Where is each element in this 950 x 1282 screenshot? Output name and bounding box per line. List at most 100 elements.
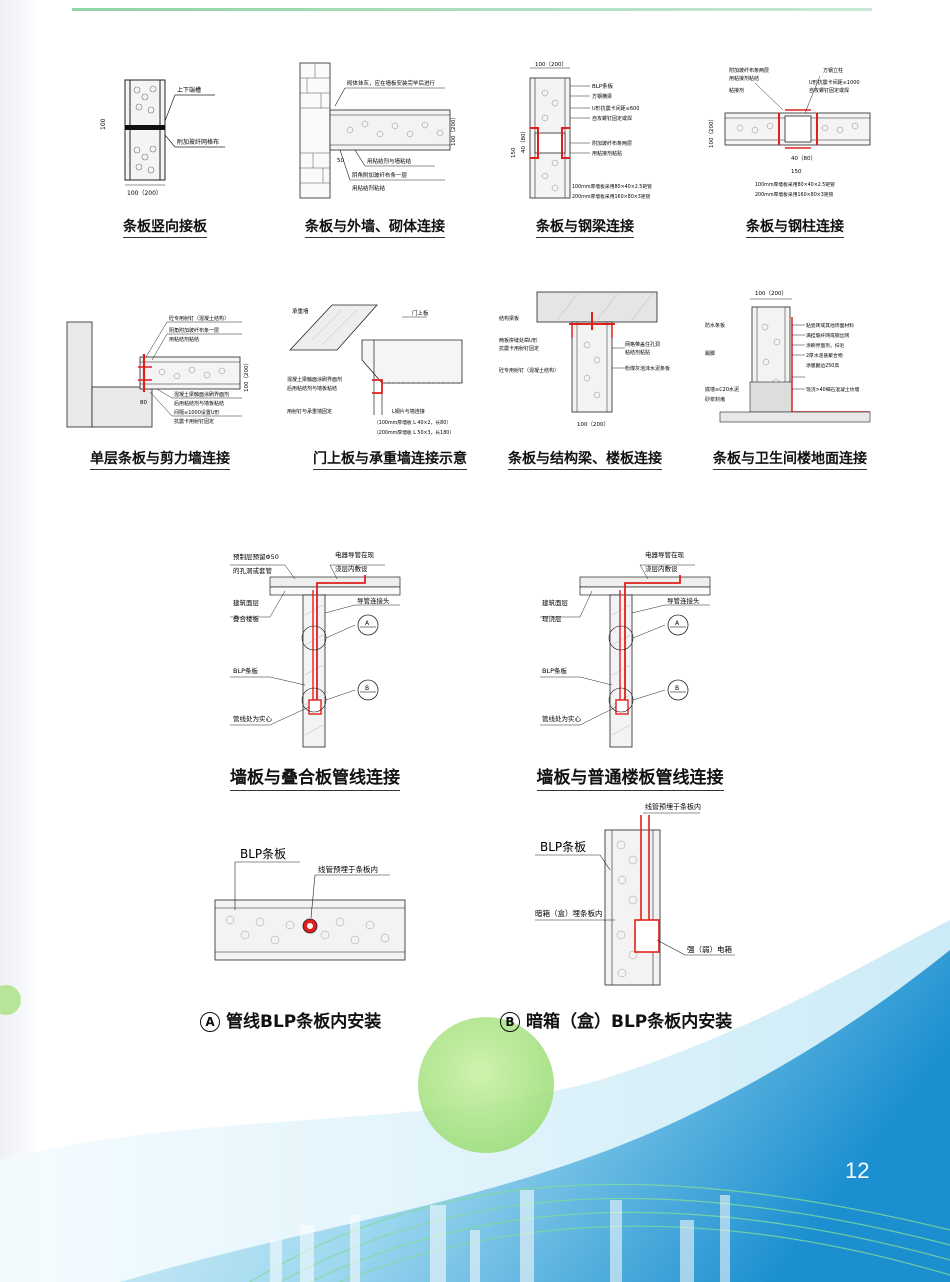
top-rule bbox=[72, 8, 872, 11]
figure-door-header: 承重墙 门上板 混凝土梁触面涂刷界面剂 后用粘结剂与墙板粘结 用射钉与承重墙固定… bbox=[287, 304, 463, 436]
label: 线管预埋于条板内 bbox=[318, 864, 378, 874]
label: 自攻螺钉固定或焊 bbox=[809, 87, 849, 94]
label: 现浇层 bbox=[542, 614, 562, 623]
label: 导管连接头 bbox=[357, 596, 390, 605]
label: 100（200） bbox=[450, 114, 457, 146]
label: 粉煤灰泡沫水泥条板 bbox=[625, 365, 670, 372]
label: 后用粘结剂与墙板粘结 bbox=[174, 400, 224, 407]
figure-steel-column: 100（200） 附加玻纤布条两层 用粘接剂粘结 粘接剂 方钢立柱 U形抗震卡间… bbox=[708, 67, 871, 198]
label: 管线处为实心 bbox=[233, 714, 273, 723]
label: B bbox=[365, 685, 369, 692]
binding-shadow bbox=[0, 0, 40, 1282]
caption-exterior-wall: 条板与外墙、砌体连接 bbox=[285, 216, 465, 238]
figure-conduit-ordinary-slab: A B 电器导管在现 浇层内敷设 建筑面层 现浇层 导管连接头 BLP条板 管线… bbox=[540, 550, 711, 748]
label: 用粘接剂粘贴 bbox=[592, 150, 622, 157]
label: 浇层内敷设 bbox=[645, 564, 678, 573]
label: BLP条板 bbox=[240, 847, 286, 861]
figure-conduit-in-panel: BLP条板 线管预埋于条板内 bbox=[214, 847, 406, 961]
label: U形抗震卡间距≤600 bbox=[592, 105, 639, 112]
label-a-marker: A bbox=[200, 1012, 220, 1032]
label: 的孔洞或套管 bbox=[233, 566, 273, 575]
label: BLP条板 bbox=[542, 666, 568, 675]
label: 阴角附加玻纤布条一层 bbox=[169, 327, 219, 334]
label: 强（弱）电箱 bbox=[687, 944, 732, 954]
label: 用射钉与承重墙固定 bbox=[287, 408, 332, 415]
label: 100（200） bbox=[243, 360, 250, 392]
label: 抗震卡用射钉固定 bbox=[499, 345, 539, 352]
label: 用粘结剂粘结 bbox=[352, 184, 386, 192]
label: （100mm厚墙板 L 40×2，长80） bbox=[374, 419, 451, 426]
label: B bbox=[675, 685, 679, 692]
caption-shear-wall: 单层条板与剪力墙连接 bbox=[80, 448, 240, 470]
page-number: 12 bbox=[845, 1158, 870, 1183]
label: 电器导管在现 bbox=[645, 550, 685, 559]
label: 150 bbox=[791, 169, 802, 175]
label: 40（80） bbox=[791, 155, 816, 162]
label: 用粘结剂与墙粘结 bbox=[367, 157, 412, 165]
label: 100mm厚墙板采用80×40×2.5矩管 bbox=[755, 181, 835, 188]
label: 管线处为实心 bbox=[542, 714, 582, 723]
label: 浇层内敷设 bbox=[335, 564, 368, 573]
label: 砂浆封堵 bbox=[705, 396, 725, 403]
label: 用粘结剂粘结 bbox=[169, 336, 199, 343]
label: 100mm厚墙板采用80×40×2.5矩管 bbox=[572, 183, 652, 190]
label: （200mm厚墙板 L 50×3，长180） bbox=[374, 429, 454, 436]
label: 涂刷界面剂，扫毛 bbox=[806, 342, 845, 349]
label: 门上板 bbox=[412, 309, 429, 317]
label: 100 bbox=[100, 118, 107, 130]
label-b-marker: B bbox=[500, 1012, 520, 1032]
caption-steel-beam: 条板与钢梁连接 bbox=[500, 216, 670, 238]
label: 建筑面层 bbox=[542, 598, 569, 607]
label: 阴角附加玻纤布条一层 bbox=[352, 171, 408, 179]
label: 100（200） bbox=[127, 190, 162, 197]
caption-structural-beam: 条板与结构梁、楼板连接 bbox=[505, 448, 665, 470]
caption-vertical-joint: 条板竖向接板 bbox=[95, 216, 235, 238]
caption-bathroom-floor: 条板与卫生间楼地面连接 bbox=[705, 448, 875, 470]
label: 间隔≤1000设置U形 bbox=[174, 409, 220, 416]
figure-vertical-joint: 上下端槽 附加玻纤网格布 100 100（200） bbox=[100, 79, 225, 197]
label: A bbox=[365, 620, 370, 627]
label: 粘结剂粘贴 bbox=[625, 349, 650, 356]
caption-door-header: 门上板与承重墙连接示意 bbox=[300, 448, 480, 470]
label: 现浇>40细石混凝土坎墙 bbox=[806, 386, 859, 393]
figure-structural-beam: 结构梁板 两板拼缝处凿U形 抗震卡用射钉固定 砼专用射钉（混凝土结构） 网格带盖… bbox=[499, 291, 670, 428]
label: 底墙≥C20水泥 bbox=[705, 386, 739, 393]
label: 100（200） bbox=[535, 61, 567, 68]
figure-box-in-panel: 线管预埋于条板内 BLP条板 暗箱（盒）埋条板内 强（弱）电箱 bbox=[535, 802, 735, 986]
label: 结构梁板 bbox=[499, 315, 519, 322]
label: 100（200） bbox=[577, 421, 609, 428]
label: 砌体抹灰，应在墙板安装完毕后进行 bbox=[347, 79, 436, 87]
label: 导管连接头 bbox=[667, 596, 700, 605]
label: 上下端槽 bbox=[177, 86, 201, 94]
label: 150 bbox=[511, 147, 517, 158]
label: U形抗震卡间距≤1000 bbox=[809, 79, 860, 86]
label: 附加玻纤布条两层 bbox=[729, 67, 769, 74]
label: 电器导管在现 bbox=[335, 550, 375, 559]
label: 附加玻纤网格布 bbox=[177, 138, 219, 146]
label: 50 bbox=[337, 158, 344, 164]
figure-shear-wall: 砼专用射钉（混凝土结构） 阴角附加玻纤布条一层 用粘结剂粘结 混凝土梁触面涂刷界… bbox=[66, 315, 250, 428]
label: 线管预埋于条板内 bbox=[645, 802, 701, 811]
label: 涂膜翻边250高 bbox=[806, 362, 839, 369]
label: 砼专用射钉（混凝土结构） bbox=[169, 315, 229, 322]
label: 200mm厚墙板采用160×80×3矩管 bbox=[755, 191, 834, 198]
label: 防水条板 bbox=[705, 322, 725, 329]
label: 网格带盖住孔洞 bbox=[625, 341, 660, 348]
label: A bbox=[675, 620, 680, 627]
label: 叠合楼板 bbox=[233, 614, 260, 623]
label: 暗箱（盒）埋条板内 bbox=[535, 908, 603, 918]
label: BLP条板 bbox=[540, 840, 586, 854]
label: BLP条板 bbox=[592, 82, 614, 90]
label: 满挂玻纤网或钢丝网 bbox=[806, 332, 849, 339]
label: 200mm厚墙板采用160×80×3矩管 bbox=[572, 193, 651, 200]
label: 混凝土梁触面涂刷界面剂 bbox=[174, 391, 229, 398]
figure-bathroom-floor: 100（200） 贴瓷砖或其他饰面材料 满挂玻纤网或钢丝网 涂刷界面剂，扫毛 2… bbox=[705, 290, 871, 423]
label: BLP条板 bbox=[233, 666, 259, 675]
figure-conduit-composite-slab: A B 预制层预留Φ50 的孔洞或套管 电器导管在现 浇层内敷设 建筑面层 叠合… bbox=[230, 550, 401, 748]
label: 自攻螺钉固定或焊 bbox=[592, 115, 632, 122]
label: 抗震卡用射钉固定 bbox=[174, 418, 214, 425]
label: 混凝土梁触面涂刷界面剂 bbox=[287, 376, 342, 383]
